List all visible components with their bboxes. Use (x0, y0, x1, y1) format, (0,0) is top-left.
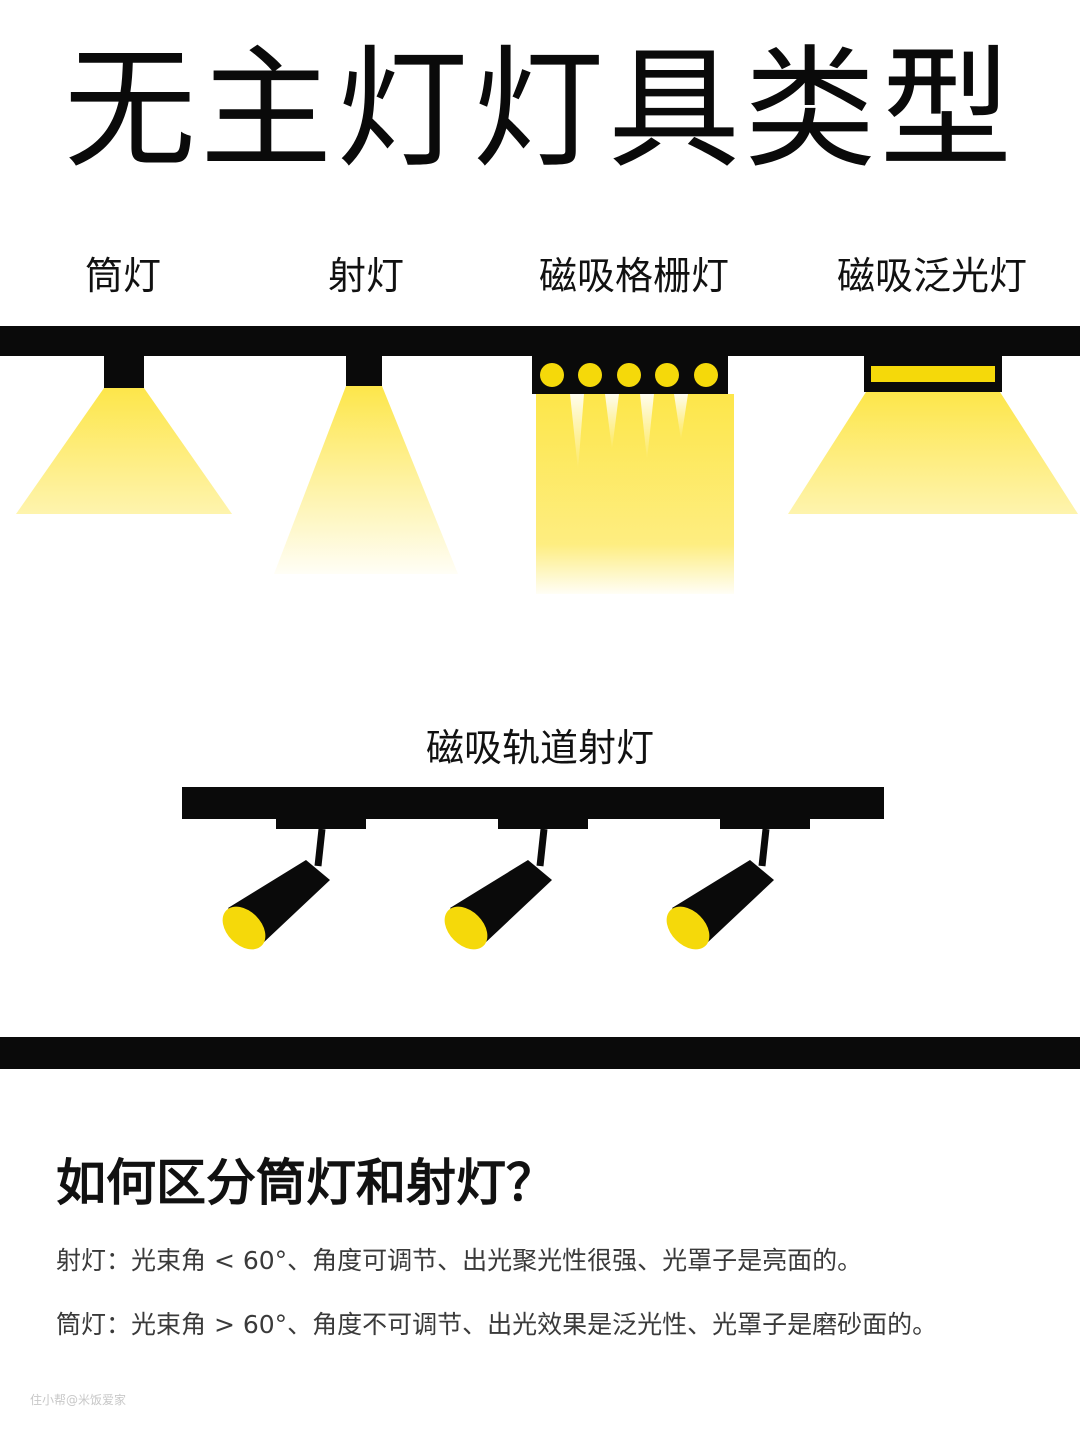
track-spot-1 (222, 828, 330, 950)
ceiling-track-top (0, 326, 1080, 356)
track-connector-3 (720, 819, 810, 829)
spotlight-beam (274, 386, 458, 574)
track-spot-2-lens (444, 906, 488, 950)
spotlight-fixture (274, 356, 458, 574)
floodlight-beam (788, 392, 1078, 514)
grille-led-5 (694, 363, 718, 387)
downlight-fixture (16, 356, 232, 514)
track-spot-3-lens (666, 906, 710, 950)
grille-spike-4 (674, 394, 688, 440)
note-downlight: 筒灯：光束角 > 60°、角度不可调节、出光效果是泛光性、光罩子是磨砂面的。 (56, 1310, 938, 1339)
floodlight-lens (871, 366, 995, 382)
question-heading: 如何区分筒灯和射灯？ (56, 1154, 556, 1212)
page-title: 无主灯灯具类型 (64, 33, 1016, 187)
track-connector-1 (276, 819, 366, 829)
label-spotlight: 射灯 (327, 254, 404, 298)
track-spot-1-lens (222, 906, 266, 950)
grille-beam (536, 394, 734, 594)
grille-light-fixture (532, 356, 734, 594)
track-spot-2 (444, 828, 552, 950)
track-spot-3 (666, 828, 774, 950)
watermark: 住小帮@米饭爱家 (30, 1393, 127, 1407)
track-connector-2 (498, 819, 588, 829)
label-track-spotlight: 磁吸轨道射灯 (425, 726, 654, 770)
grille-led-4 (655, 363, 679, 387)
spotlight-body (346, 356, 382, 386)
downlight-body (104, 356, 144, 388)
label-floodlight: 磁吸泛光灯 (836, 254, 1027, 298)
note-spotlight: 射灯：光束角 < 60°、角度可调节、出光聚光性很强、光罩子是亮面的。 (56, 1246, 863, 1275)
divider-bar (0, 1037, 1080, 1069)
floodlight-fixture (788, 356, 1078, 514)
track-rail (182, 787, 884, 819)
grille-led-3 (617, 363, 641, 387)
grille-led-1 (540, 363, 564, 387)
track-spotlight-fixture (182, 787, 884, 950)
label-downlight: 筒灯 (84, 254, 161, 298)
grille-spike-3 (640, 394, 654, 460)
grille-spike-2 (605, 394, 619, 450)
label-grille-light: 磁吸格栅灯 (538, 254, 729, 298)
downlight-beam (16, 388, 232, 514)
grille-led-2 (578, 363, 602, 387)
grille-spike-1 (570, 394, 584, 470)
